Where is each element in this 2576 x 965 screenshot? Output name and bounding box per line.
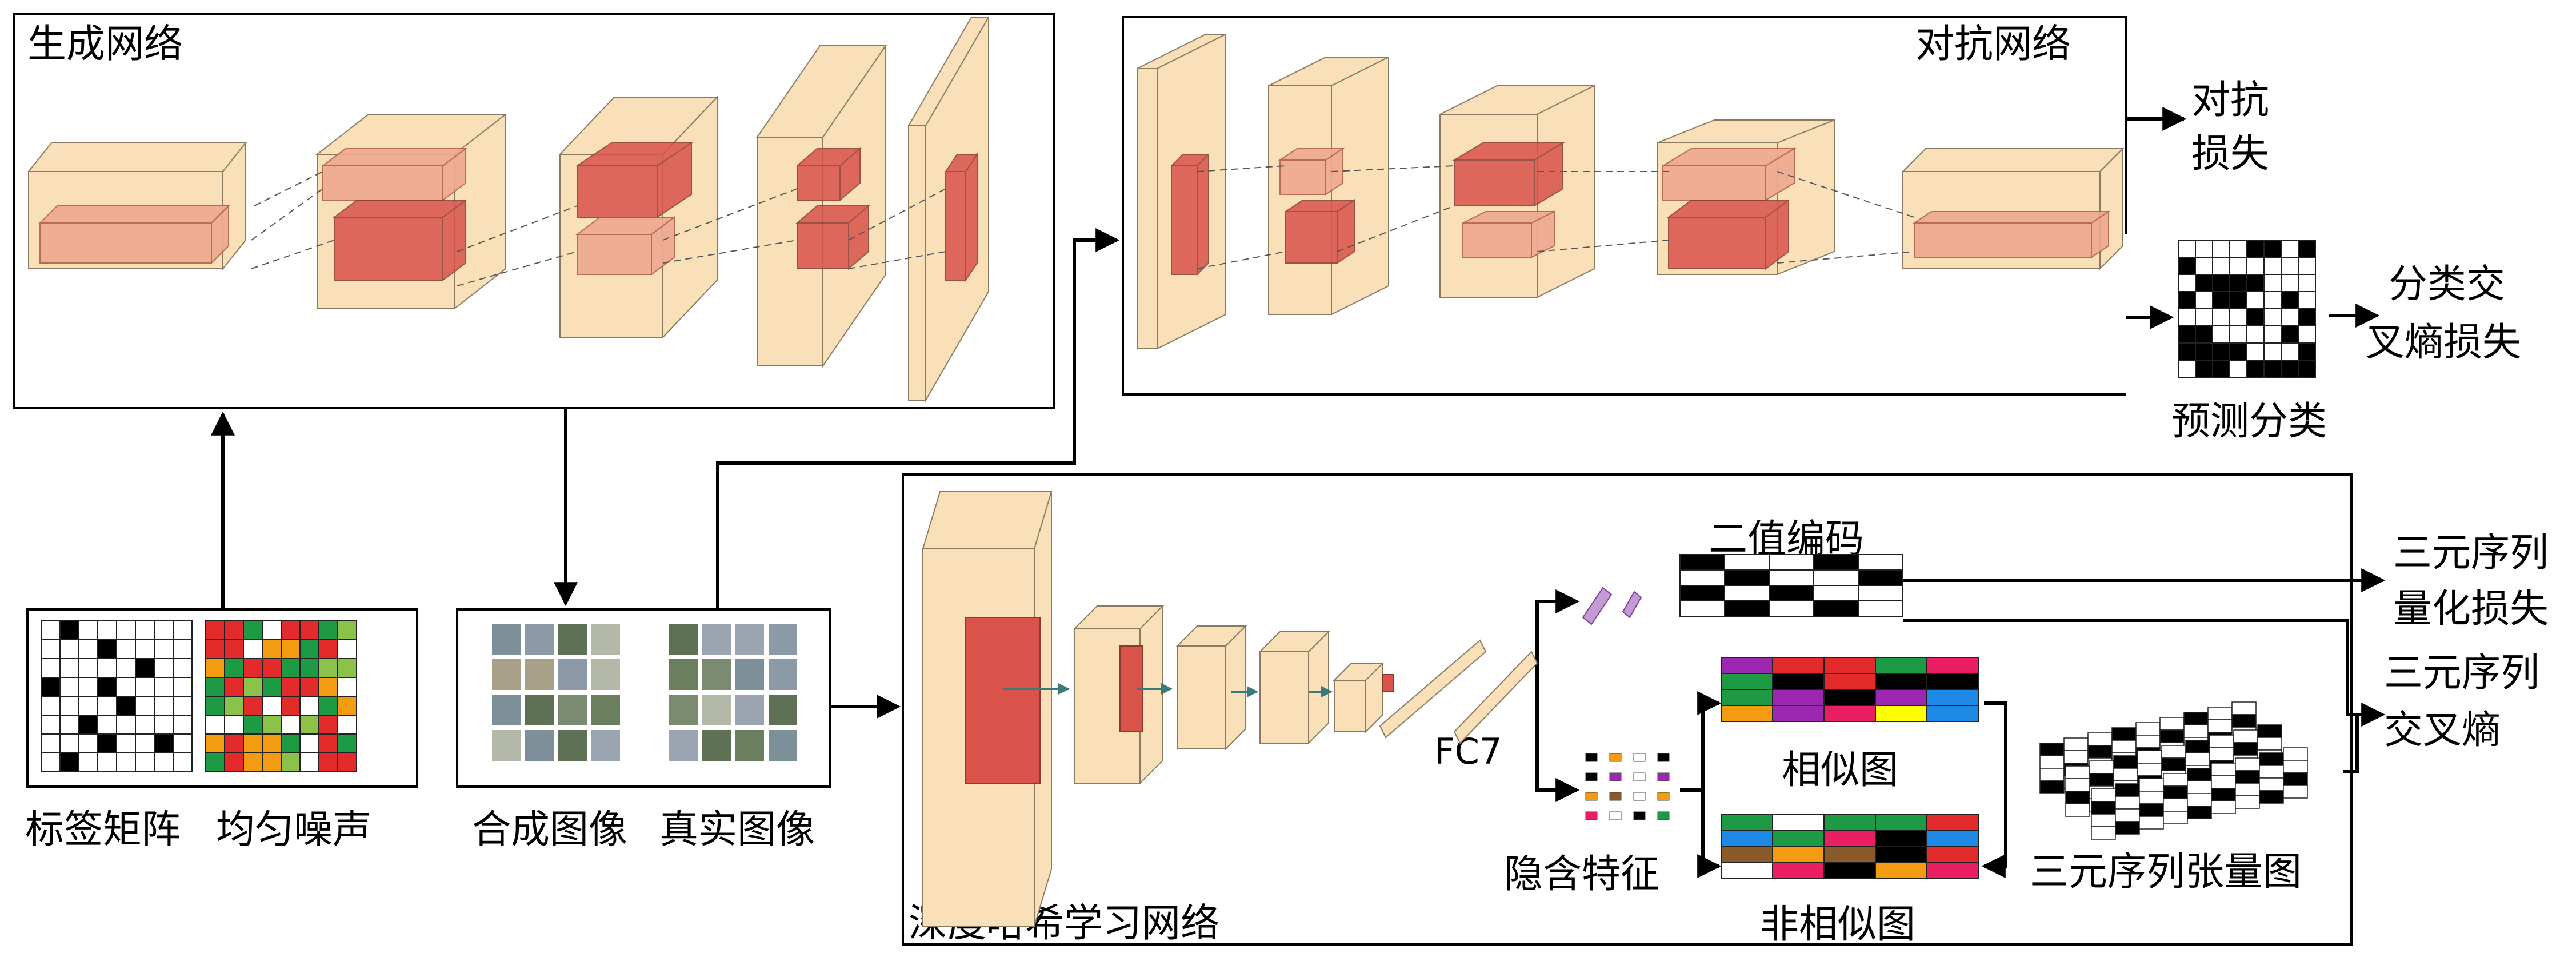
adv-kernel-4b <box>1667 199 1790 270</box>
arrow-hidden-to-dissimilar <box>1697 790 1722 878</box>
fc7-label: FC7 <box>1434 731 1502 772</box>
arrow-tensor-to-ce <box>2343 715 2359 773</box>
adv-conn-0 <box>1197 165 1286 172</box>
gen-kernel-2a <box>321 147 467 201</box>
hash-conv-4 <box>1258 630 1330 745</box>
adv-conn-6 <box>1777 171 1915 218</box>
arrow-fc7-to-binary <box>1535 589 1580 655</box>
deep-hash-panel <box>902 473 2353 946</box>
triplet-ce-1: 三元序列 <box>2384 651 2539 696</box>
hash-fc6 <box>1379 639 1487 739</box>
hash-cnn-layers <box>922 491 1642 927</box>
gen-kernel-3b <box>575 216 676 276</box>
adv-conn-3 <box>1337 205 1455 252</box>
gen-conn-5 <box>662 188 798 241</box>
synth-image-caption: 合成图像 <box>472 807 627 852</box>
dissimilar-map-label: 非相似图 <box>1760 902 1915 947</box>
arrow-images-to-adversarial <box>716 228 1120 609</box>
adv-loss-label-1: 对抗 <box>2191 78 2269 123</box>
label-matrix-grid <box>41 620 193 772</box>
adv-conn-7 <box>1777 251 1915 264</box>
pred-class-grid <box>2178 240 2316 378</box>
hidden-feature-label: 隐含特征 <box>1504 852 1659 897</box>
adv-kernel-3b <box>1462 210 1555 258</box>
arrow-maps-to-tensor <box>1981 701 2007 878</box>
hash-fc7 <box>1453 651 1538 744</box>
hash-conv-2 <box>1073 604 1165 785</box>
gen-kernel-4b <box>795 204 870 270</box>
uniform-noise-caption: 均匀噪声 <box>216 807 371 852</box>
adv-kernel-5 <box>1912 210 2111 258</box>
hash-conv-5 <box>1333 661 1385 733</box>
adv-kernel-1 <box>1170 153 1210 276</box>
input-panel-images <box>456 608 831 788</box>
gen-kernel-4a <box>795 147 862 202</box>
similar-map-label: 相似图 <box>1782 748 1898 793</box>
adversarial-panel <box>1122 16 2127 396</box>
arrow-fc7-to-hidden <box>1535 655 1580 802</box>
gen-conn-7 <box>848 188 946 241</box>
adv-conn-2 <box>1331 165 1455 172</box>
gen-kernel-3a <box>575 142 694 218</box>
hash-kernel-1 <box>965 617 1041 784</box>
real-image-caption: 真实图像 <box>659 807 815 852</box>
adv-kernel-2a <box>1278 147 1345 196</box>
triplet-tensor-stack <box>2039 701 2308 840</box>
discriminator-layers <box>1137 33 2125 350</box>
gen-conn-2 <box>254 171 323 206</box>
gen-kernel-1 <box>38 204 230 265</box>
hash-conv-3 <box>1175 624 1247 751</box>
adversarial-title: 对抗网络 <box>1915 22 2071 67</box>
dissimilar-map-grid <box>1721 814 1979 879</box>
binary-code-grid <box>1679 554 1903 617</box>
gen-conn-3 <box>457 205 578 252</box>
gen-kernel-5 <box>945 152 978 282</box>
gen-conn-1 <box>251 240 335 269</box>
triplet-ce-2: 交叉熵 <box>2384 708 2501 753</box>
pred-cls-label: 预测分类 <box>2171 399 2327 444</box>
adv-kernel-4a <box>1661 147 1797 201</box>
connector-arrows <box>211 107 2386 878</box>
adv-conn-1 <box>1197 251 1286 269</box>
generator-layers <box>27 15 990 402</box>
gen-conn-8 <box>848 251 946 269</box>
generator-panel <box>13 13 1055 409</box>
arrow-binary-to-ce <box>1903 619 2386 727</box>
gen-conn-0 <box>251 188 323 241</box>
uniform-noise-grid <box>205 620 357 772</box>
adv-kernel-2b <box>1283 199 1357 264</box>
adv-loss-label-2: 损失 <box>2191 131 2269 177</box>
cls-loss-label-2: 叉熵损失 <box>2366 320 2521 365</box>
matrix-grids <box>41 240 2316 879</box>
gen-kernel-2b <box>333 199 467 281</box>
generator-title: 生成网络 <box>27 22 183 67</box>
triplet-tensor-label: 三元序列张量图 <box>2030 850 2302 895</box>
similar-map-grid <box>1721 657 1979 722</box>
adv-kernel-3a <box>1452 142 1565 207</box>
cls-loss-label-1: 分类交 <box>2389 262 2505 307</box>
triplet-quant-loss-2: 量化损失 <box>2393 587 2549 632</box>
hash-layer-b <box>1622 591 1642 619</box>
arrow-hidden-to-similar <box>1680 691 1722 792</box>
real-image-thumbnails <box>668 623 798 762</box>
hidden-feature-icon <box>1585 753 1670 820</box>
hash-kernel-5 <box>1382 674 1394 692</box>
hash-layer-a <box>1582 587 1613 625</box>
synthetic-image-thumbnails <box>491 623 621 762</box>
gen-conn-4 <box>457 251 578 286</box>
triplet-quant-loss-1: 三元序列 <box>2393 531 2549 576</box>
label-matrix-caption: 标签矩阵 <box>25 807 181 852</box>
